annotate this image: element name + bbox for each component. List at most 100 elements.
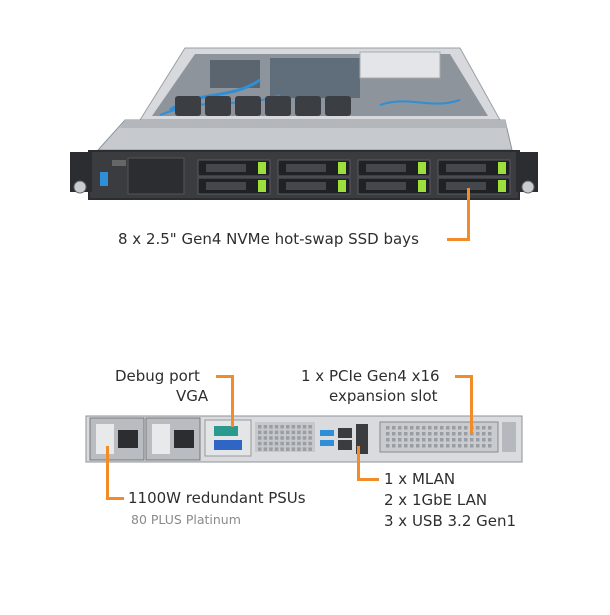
pcie-vent-hole (398, 432, 402, 436)
pcie-vent-hole (452, 444, 456, 448)
debug-callout-vertical (231, 375, 234, 427)
vent-hole (280, 436, 284, 440)
pcie-vent-hole (416, 444, 420, 448)
pcie-vent-hole (392, 426, 396, 430)
psu-label: 1100W redundant PSUs (128, 489, 306, 507)
vent-hole (297, 425, 301, 429)
vent-hole (258, 441, 262, 446)
pcie-vent-hole (464, 432, 468, 436)
pcie-vent-hole (434, 426, 438, 430)
pcie-vent-hole (446, 432, 450, 436)
vent-hole (302, 430, 307, 435)
pcie-vent-hole (398, 444, 402, 448)
vent-hole (269, 447, 273, 451)
vent-hole (291, 436, 296, 440)
front-blank-bay (127, 157, 185, 195)
vent-hole (286, 441, 290, 446)
pcie-vent-hole (464, 426, 468, 430)
pcie-label-line2: expansion slot (329, 387, 438, 405)
pcie-vent-hole (434, 444, 438, 448)
vent-hole (291, 447, 296, 451)
pcie-vent-hole (470, 432, 474, 436)
pcie-vent-hole (458, 426, 462, 430)
vent-hole (280, 447, 284, 451)
pcie-vent-hole (452, 438, 456, 442)
vent-hole (286, 447, 290, 451)
vent-hole (297, 447, 301, 451)
pcie-callout-vertical (470, 375, 473, 433)
vent-hole (308, 441, 312, 446)
vent-hole (263, 441, 268, 446)
pcie-vent-hole (482, 438, 486, 442)
vent-hole (297, 436, 301, 440)
io-label-usb: 3 x USB 3.2 Gen1 (384, 512, 517, 530)
vent-hole (308, 447, 312, 451)
pcie-vent-hole (470, 444, 474, 448)
pcie-vent-hole (410, 432, 414, 436)
vent-hole (291, 430, 296, 435)
pcie-vent-hole (386, 432, 390, 436)
pcie-vent-hole (416, 426, 420, 430)
debug-port-label: Debug port (115, 367, 200, 385)
pcie-vent-hole (410, 426, 414, 430)
pcie-vent-hole (428, 444, 432, 448)
vent-hole (308, 425, 312, 429)
vent-hole (297, 441, 301, 446)
ssd-callout-vertical (467, 188, 470, 240)
pcie-vent-hole (482, 432, 486, 436)
ssd-bay (437, 159, 511, 177)
vent-hole (269, 436, 273, 440)
vent-hole (269, 425, 273, 429)
vent-hole (280, 441, 284, 446)
vent-hole (308, 430, 312, 435)
vent-hole (263, 436, 268, 440)
vent-hole (274, 441, 279, 446)
pcie-vent-hole (422, 444, 426, 448)
pcie-vent-hole (428, 432, 432, 436)
pcie-vent-hole (482, 426, 486, 430)
ssd-bay (277, 177, 351, 195)
pcie-vent-hole (464, 444, 468, 448)
pcie-vent-hole (404, 444, 408, 448)
pcie-vent-hole (476, 432, 480, 436)
pcie-vent-hole (404, 438, 408, 442)
vent-hole (308, 436, 312, 440)
ssd-bay (277, 159, 351, 177)
vent-hole (302, 436, 307, 440)
pcie-vent-hole (386, 426, 390, 430)
vent-hole (274, 436, 279, 440)
vent-hole (280, 425, 284, 429)
vent-hole (269, 430, 273, 435)
pcie-vent-hole (422, 426, 426, 430)
io-label-mlan: 1 x MLAN (384, 470, 456, 488)
vent-hole (263, 430, 268, 435)
pcie-vent-hole (446, 426, 450, 430)
pcie-vent-hole (392, 444, 396, 448)
psu-callout-horizontal (106, 497, 124, 500)
io-label-lan: 2 x 1GbE LAN (384, 491, 488, 509)
vent-hole (286, 436, 290, 440)
pcie-vent-hole (446, 444, 450, 448)
ssd-bay (197, 159, 271, 177)
pcie-vent-hole (416, 432, 420, 436)
vent-hole (258, 436, 262, 440)
pcie-vent-hole (488, 432, 492, 436)
io-callout-vertical (357, 446, 360, 481)
ssd-bay (437, 177, 511, 195)
vga-label: VGA (176, 387, 209, 405)
pcie-vent-hole (416, 438, 420, 442)
pcie-vent-hole (410, 438, 414, 442)
ssd-bay (357, 159, 431, 177)
pcie-vent-hole (422, 438, 426, 442)
pcie-vent-hole (422, 432, 426, 436)
vent-hole (302, 425, 307, 429)
pcie-vent-hole (476, 426, 480, 430)
psu-callout-vertical (106, 446, 109, 500)
pcie-vent-hole (470, 438, 474, 442)
pcie-vent-hole (452, 432, 456, 436)
pcie-vent-hole (440, 438, 444, 442)
vent-hole (291, 425, 296, 429)
pcie-vent-hole (434, 438, 438, 442)
